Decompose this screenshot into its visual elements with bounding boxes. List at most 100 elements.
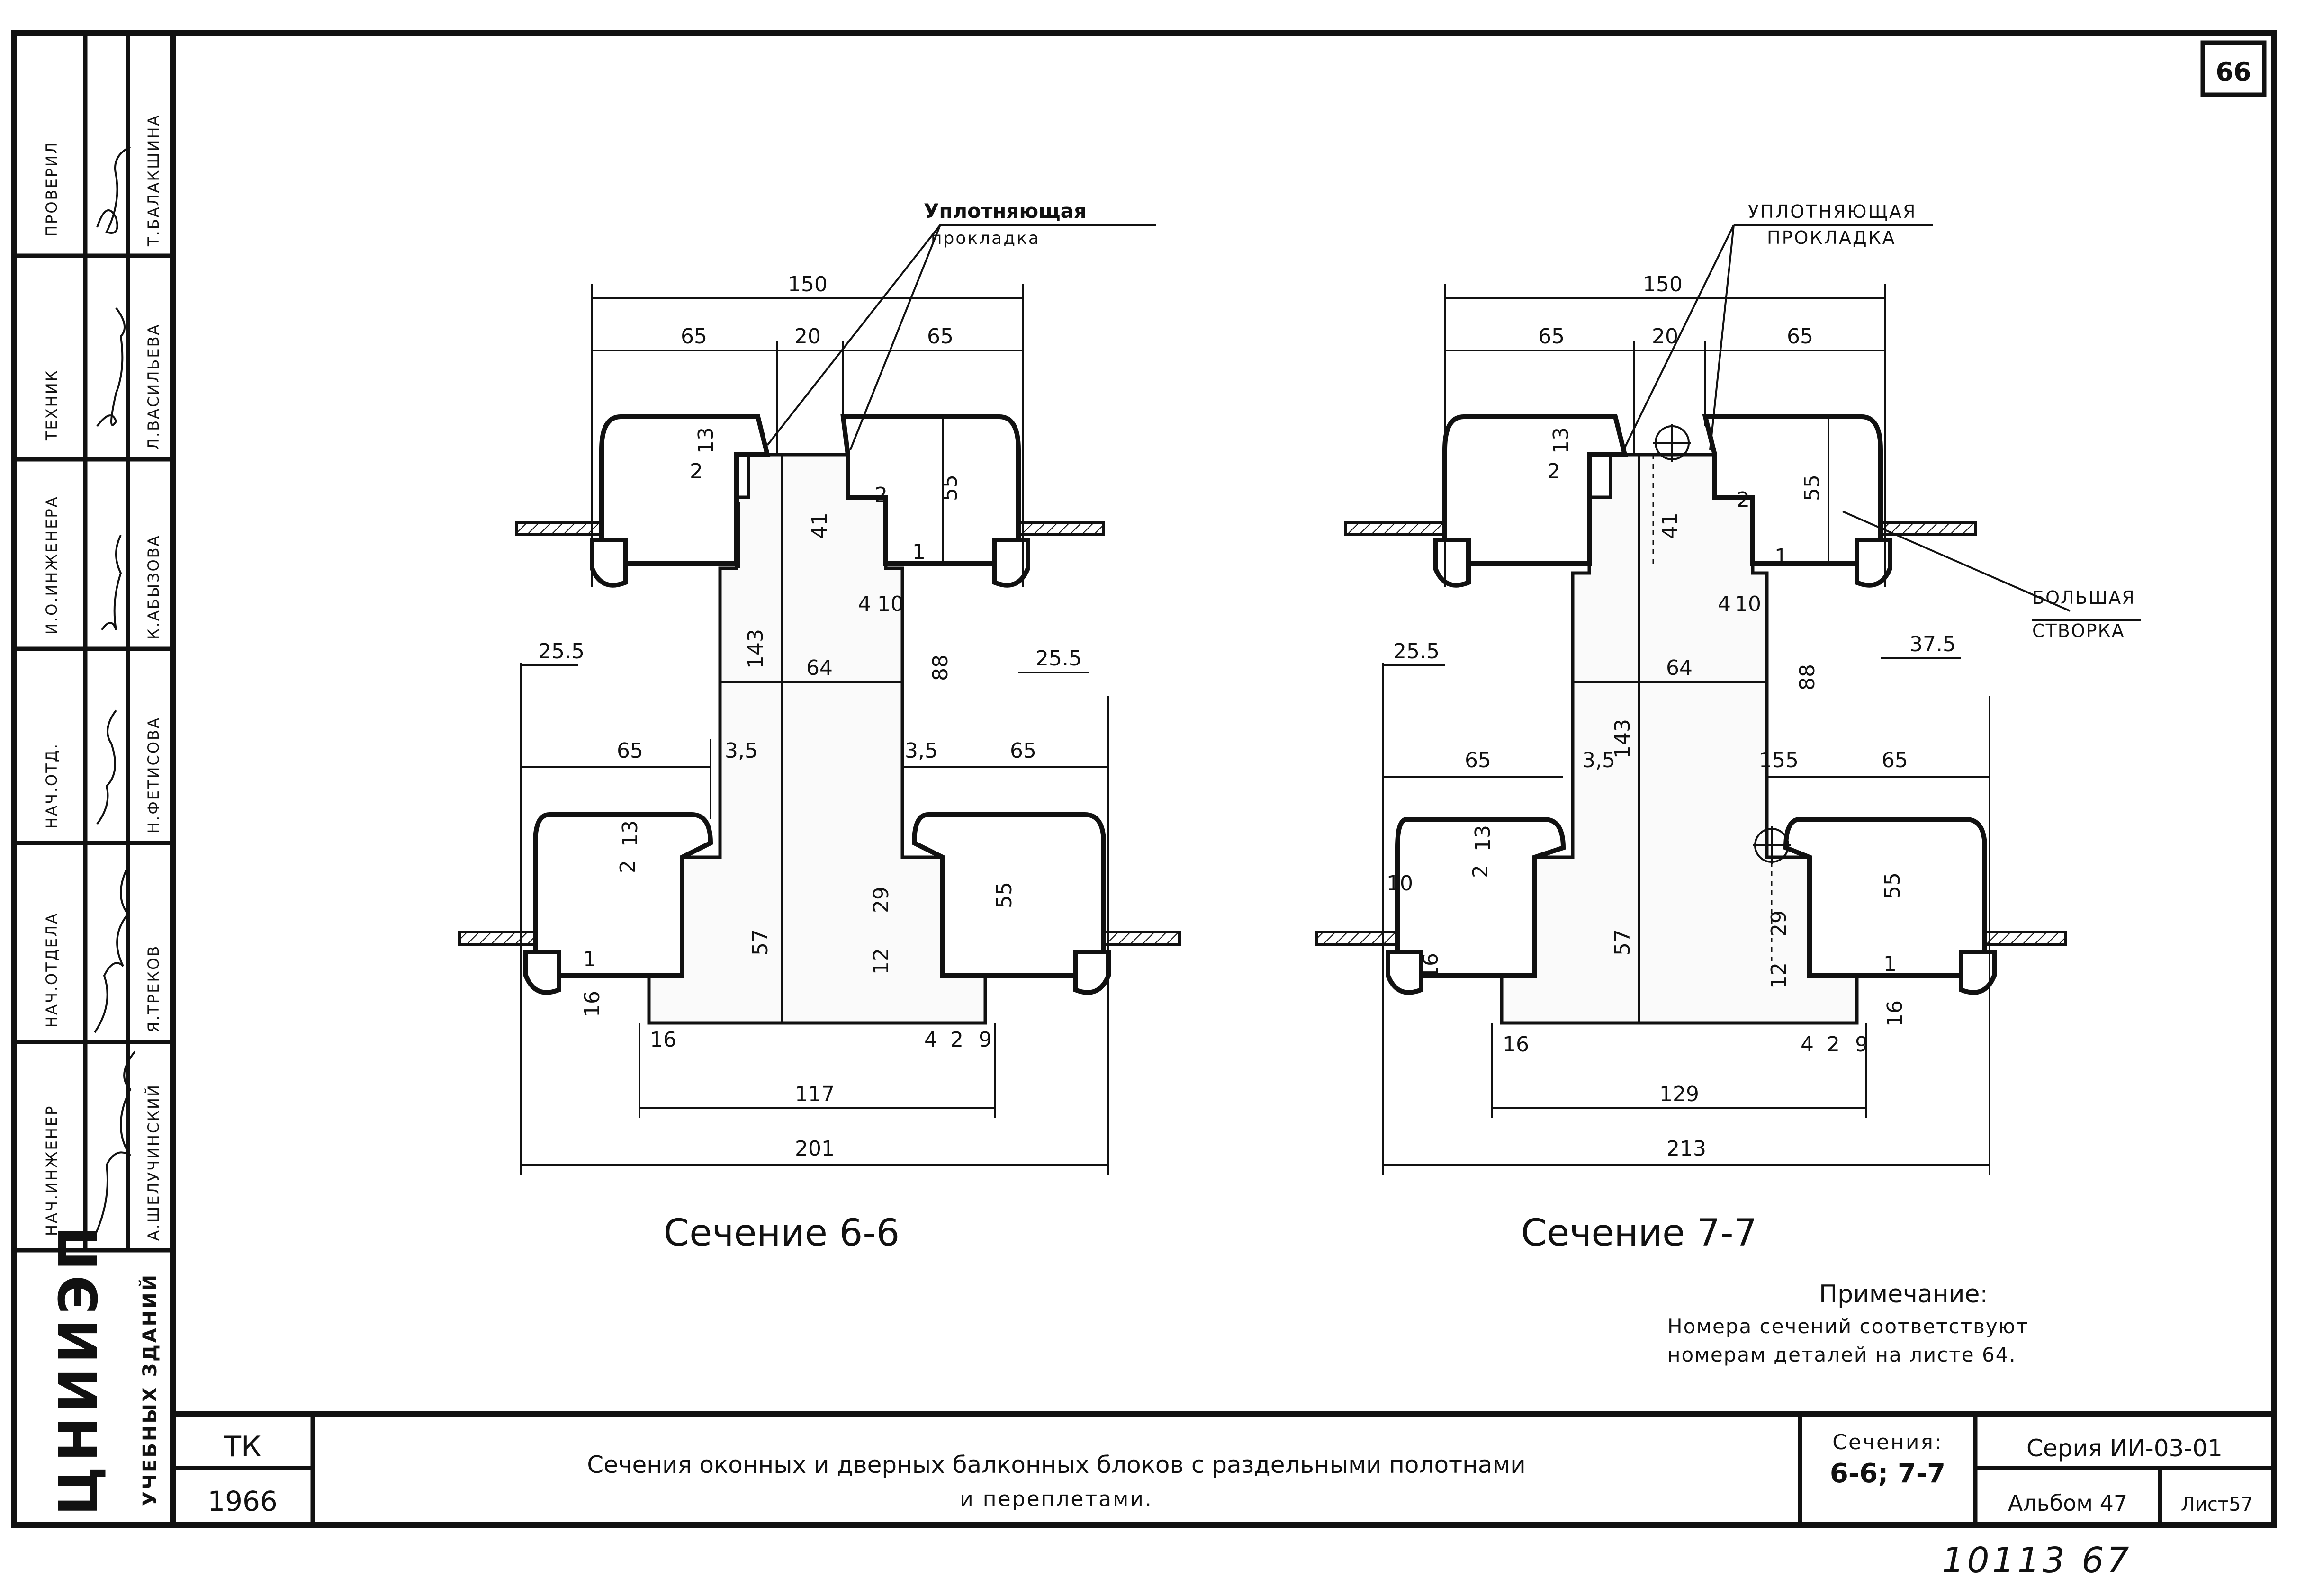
stamp-name-2: Л.ВАСИЛЬЕВА — [144, 323, 162, 450]
signature-6 — [91, 1050, 136, 1241]
signature-2 — [96, 307, 126, 427]
institute-name: ЦНИИЭП — [48, 1221, 110, 1515]
signature-4 — [96, 709, 117, 825]
title-code: ТК — [223, 1430, 261, 1463]
stamp-heading-3: И.О.ИНЖЕНЕРА — [43, 495, 61, 635]
dim-7-7-4b: 4 — [1801, 1032, 1814, 1057]
signature-3 — [101, 535, 122, 631]
dim-6-6-1: 1 — [912, 540, 926, 564]
dim-6-6-2d: 2 — [950, 1028, 963, 1052]
dim-6-6-12: 12 — [869, 948, 893, 975]
dim-6-6-3-5a: 3,5 — [725, 739, 758, 763]
note-title: Примечание: — [1819, 1280, 1988, 1309]
glass-top-left-7 — [1344, 521, 1460, 536]
institute-subtitle: УЧЕБНЫХ ЗДАНИЙ — [138, 1273, 161, 1506]
section-caption-7-7: Сечение 7-7 — [1521, 1212, 1757, 1255]
dim-6-6-2c: 2 — [616, 860, 640, 873]
dim-6-6-55a: 55 — [938, 475, 962, 501]
dim-7-7-16b: 16 — [1883, 1000, 1907, 1027]
dim-7-7-2d: 2 — [1827, 1032, 1840, 1057]
dim-7-7-16c: 16 — [1503, 1032, 1529, 1057]
dim-6-6-201: 201 — [795, 1137, 835, 1161]
dim-7-7-10b: 10 — [1387, 871, 1413, 896]
sheet-number: 66 — [2215, 57, 2251, 87]
dim-6-6-57: 57 — [748, 929, 773, 956]
dim-7-7-150: 150 — [1643, 272, 1683, 296]
dim-7-7-65a: 65 — [1538, 324, 1565, 349]
sash-top-left-nose — [590, 538, 628, 588]
dim-6-6-29: 29 — [869, 887, 893, 913]
dim-6-6-25-5a: 25.5 — [538, 639, 585, 664]
stamp-name-4: Н.ФЕТИСОВА — [144, 717, 162, 834]
leader-seal-7-2 — [1709, 224, 1735, 450]
sash-bottom-left-7-nose — [1386, 950, 1423, 995]
dim-7-7-25-5: 25.5 — [1393, 639, 1440, 664]
dim-6-6-10: 10 — [877, 592, 904, 616]
dim-6-6-13a: 13 — [694, 427, 718, 454]
dim-7-7-41: 41 — [1658, 512, 1682, 539]
dim-7-7-55b: 55 — [1881, 872, 1905, 899]
dim-7-7-2c: 2 — [1468, 865, 1493, 878]
dim-6-6-16b: 16 — [650, 1028, 676, 1052]
dim-7-7-12: 12 — [1767, 962, 1791, 989]
leader-seal-2 — [849, 224, 941, 450]
dim-6-6-65c: 65 — [617, 739, 643, 763]
sheet-frame — [11, 30, 2277, 1528]
dim-7-7-65c: 65 — [1465, 748, 1491, 772]
stamp-heading-5: НАЧ.ОТДЕЛА — [43, 912, 61, 1028]
title-line-2: и переплетами. — [960, 1487, 1153, 1511]
sash-bottom-right-7-nose — [1959, 950, 1997, 995]
dim-7-7-65d: 65 — [1882, 748, 1908, 772]
dim-6-6-41: 41 — [808, 512, 832, 539]
leader-label-6-6-line2: прокладка — [931, 229, 1040, 248]
dim-6-6-2b: 2 — [874, 483, 888, 507]
dim-6-6-16a: 16 — [580, 991, 604, 1017]
dim-7-7-2b: 2 — [1737, 488, 1750, 512]
leader-label-6-6-line1: Уплотняющая — [924, 199, 1087, 223]
dim-7-7-3-5: 3,5 — [1582, 748, 1615, 772]
dim-7-7-10: 10 — [1735, 592, 1761, 616]
leader-large-sash — [1842, 511, 2071, 612]
dim-7-7-2a: 2 — [1547, 459, 1560, 484]
dim-7-7-13a: 13 — [1549, 427, 1573, 454]
dim-6-6-4b: 4 — [924, 1028, 937, 1052]
dim-7-7-155: 155 — [1759, 748, 1799, 772]
title-line-1: Сечения оконных и дверных балконных блок… — [587, 1451, 1525, 1479]
dim-6-6-150: 150 — [788, 272, 828, 296]
dim-7-7-29: 29 — [1767, 910, 1791, 937]
sash-bottom-right-nose — [1073, 950, 1111, 995]
dim-7-7-88: 88 — [1795, 664, 1819, 690]
stamp-name-1: Т.БАЛАКШИНА — [144, 114, 162, 247]
dim-6-6-3-5b: 3,5 — [905, 739, 938, 763]
series-code: Серия ИИ-03-01 — [2026, 1435, 2223, 1462]
dim-7-7-1: 1 — [1774, 545, 1788, 569]
dim-6-6-65a: 65 — [681, 324, 707, 349]
leader-seal-1 — [766, 224, 941, 446]
dim-7-7-143: 143 — [1611, 719, 1635, 759]
stamp-name-5: Я.ТРЕКОВ — [144, 945, 162, 1032]
bottom-number: 10113 67 — [1942, 1540, 2132, 1581]
dim-7-7-65b: 65 — [1787, 324, 1813, 349]
sections-value: 6-6; 7-7 — [1830, 1458, 1945, 1489]
stamp-heading-6: НАЧ.ИНЖЕНЕР — [43, 1105, 61, 1236]
dim-6-6-1b: 1 — [583, 947, 596, 971]
dim-7-7-1b: 1 — [1883, 952, 1897, 976]
title-year: 1966 — [207, 1485, 278, 1517]
dim-7-7-20: 20 — [1652, 324, 1678, 349]
dim-6-6-88: 88 — [928, 655, 953, 681]
album-number: Альбом 47 — [2008, 1490, 2127, 1516]
dim-6-6-55b: 55 — [992, 882, 1017, 908]
title-block: ТК 1966 Сечения оконных и дверных балкон… — [173, 1414, 2274, 1525]
signature-1 — [96, 146, 131, 234]
dim-6-6-25-5b: 25.5 — [1035, 646, 1082, 671]
leader-label-7-7-line1: УПЛОТНЯЮЩАЯ — [1748, 201, 1917, 222]
dim-7-7-9: 9 — [1855, 1032, 1868, 1057]
section-7-7: УПЛОТНЯЮЩАЯ ПРОКЛАДКА БОЛЬШАЯ СТВОРКА 15… — [1315, 201, 2141, 1255]
note-line-2: номерам деталей на листе 64. — [1667, 1343, 2017, 1366]
sash-top-right-7-nose — [1855, 538, 1892, 588]
stamp-name-3: К.АБЫЗОВА — [144, 534, 162, 639]
dim-7-7-37-5: 37.5 — [1909, 632, 1956, 656]
dim-6-6-4: 4 — [858, 592, 871, 616]
dim-6-6-9: 9 — [979, 1028, 992, 1052]
